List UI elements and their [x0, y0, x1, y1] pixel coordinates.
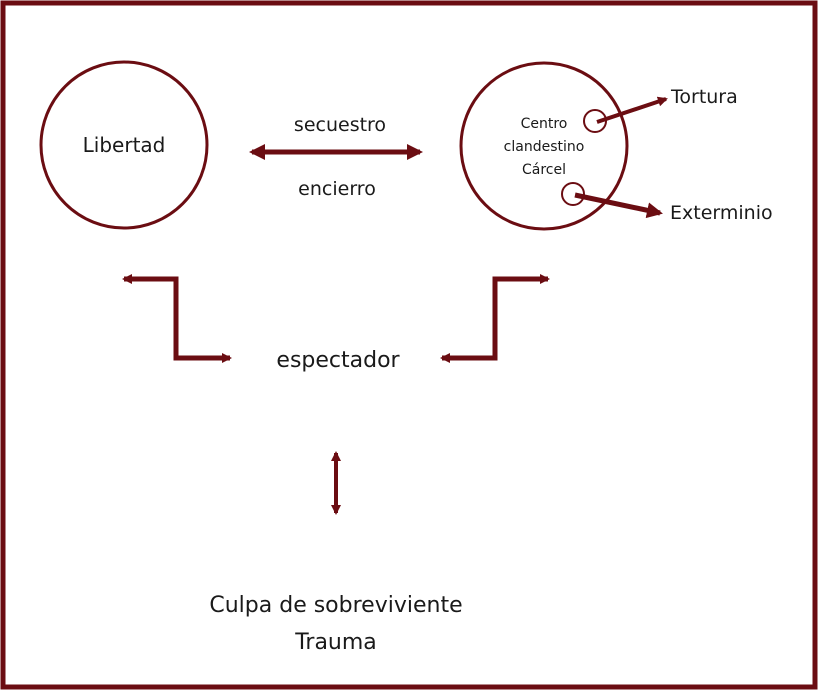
culpa-label: Culpa de sobreviviente: [209, 593, 462, 618]
encierro-label: encierro: [298, 178, 376, 200]
exterminio-small-circle: [561, 182, 585, 206]
libertad-circle: [39, 60, 209, 230]
tortura-arrow: [596, 96, 668, 124]
exterminio-arrow: [574, 192, 663, 219]
left-elbow-arrow: [122, 274, 232, 363]
centro-label: Centro: [521, 116, 568, 132]
right-elbow-arrow: [440, 274, 550, 363]
espectador-label: espectador: [276, 348, 400, 373]
tortura-label: Tortura: [670, 86, 738, 108]
centro-clandestino-circle: [459, 61, 629, 231]
exterminio-label: Exterminio: [670, 202, 773, 224]
carcel-label: Cárcel: [522, 162, 566, 178]
trauma-label: Trauma: [294, 630, 377, 655]
libertad-label: Libertad: [83, 133, 166, 157]
secuestro-label: secuestro: [294, 114, 386, 136]
clandestino-label: clandestino: [504, 139, 585, 155]
